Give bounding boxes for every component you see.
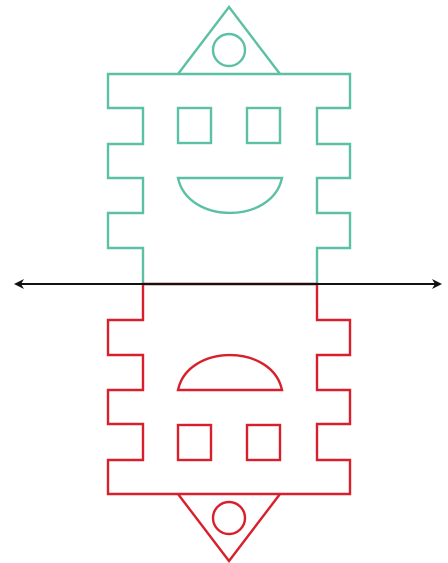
half-disc-mouth	[178, 355, 282, 390]
left-window-square	[178, 425, 211, 460]
right-window-square	[247, 108, 280, 143]
roof-circle	[213, 502, 245, 534]
roof-circle	[213, 34, 245, 66]
half-disc-mouth	[178, 178, 282, 213]
left-window-square	[178, 108, 211, 143]
roof-triangle	[178, 7, 280, 74]
reflected-figure	[108, 284, 350, 561]
roof-triangle	[178, 494, 280, 561]
right-window-square	[247, 425, 280, 460]
original-figure	[108, 7, 350, 284]
